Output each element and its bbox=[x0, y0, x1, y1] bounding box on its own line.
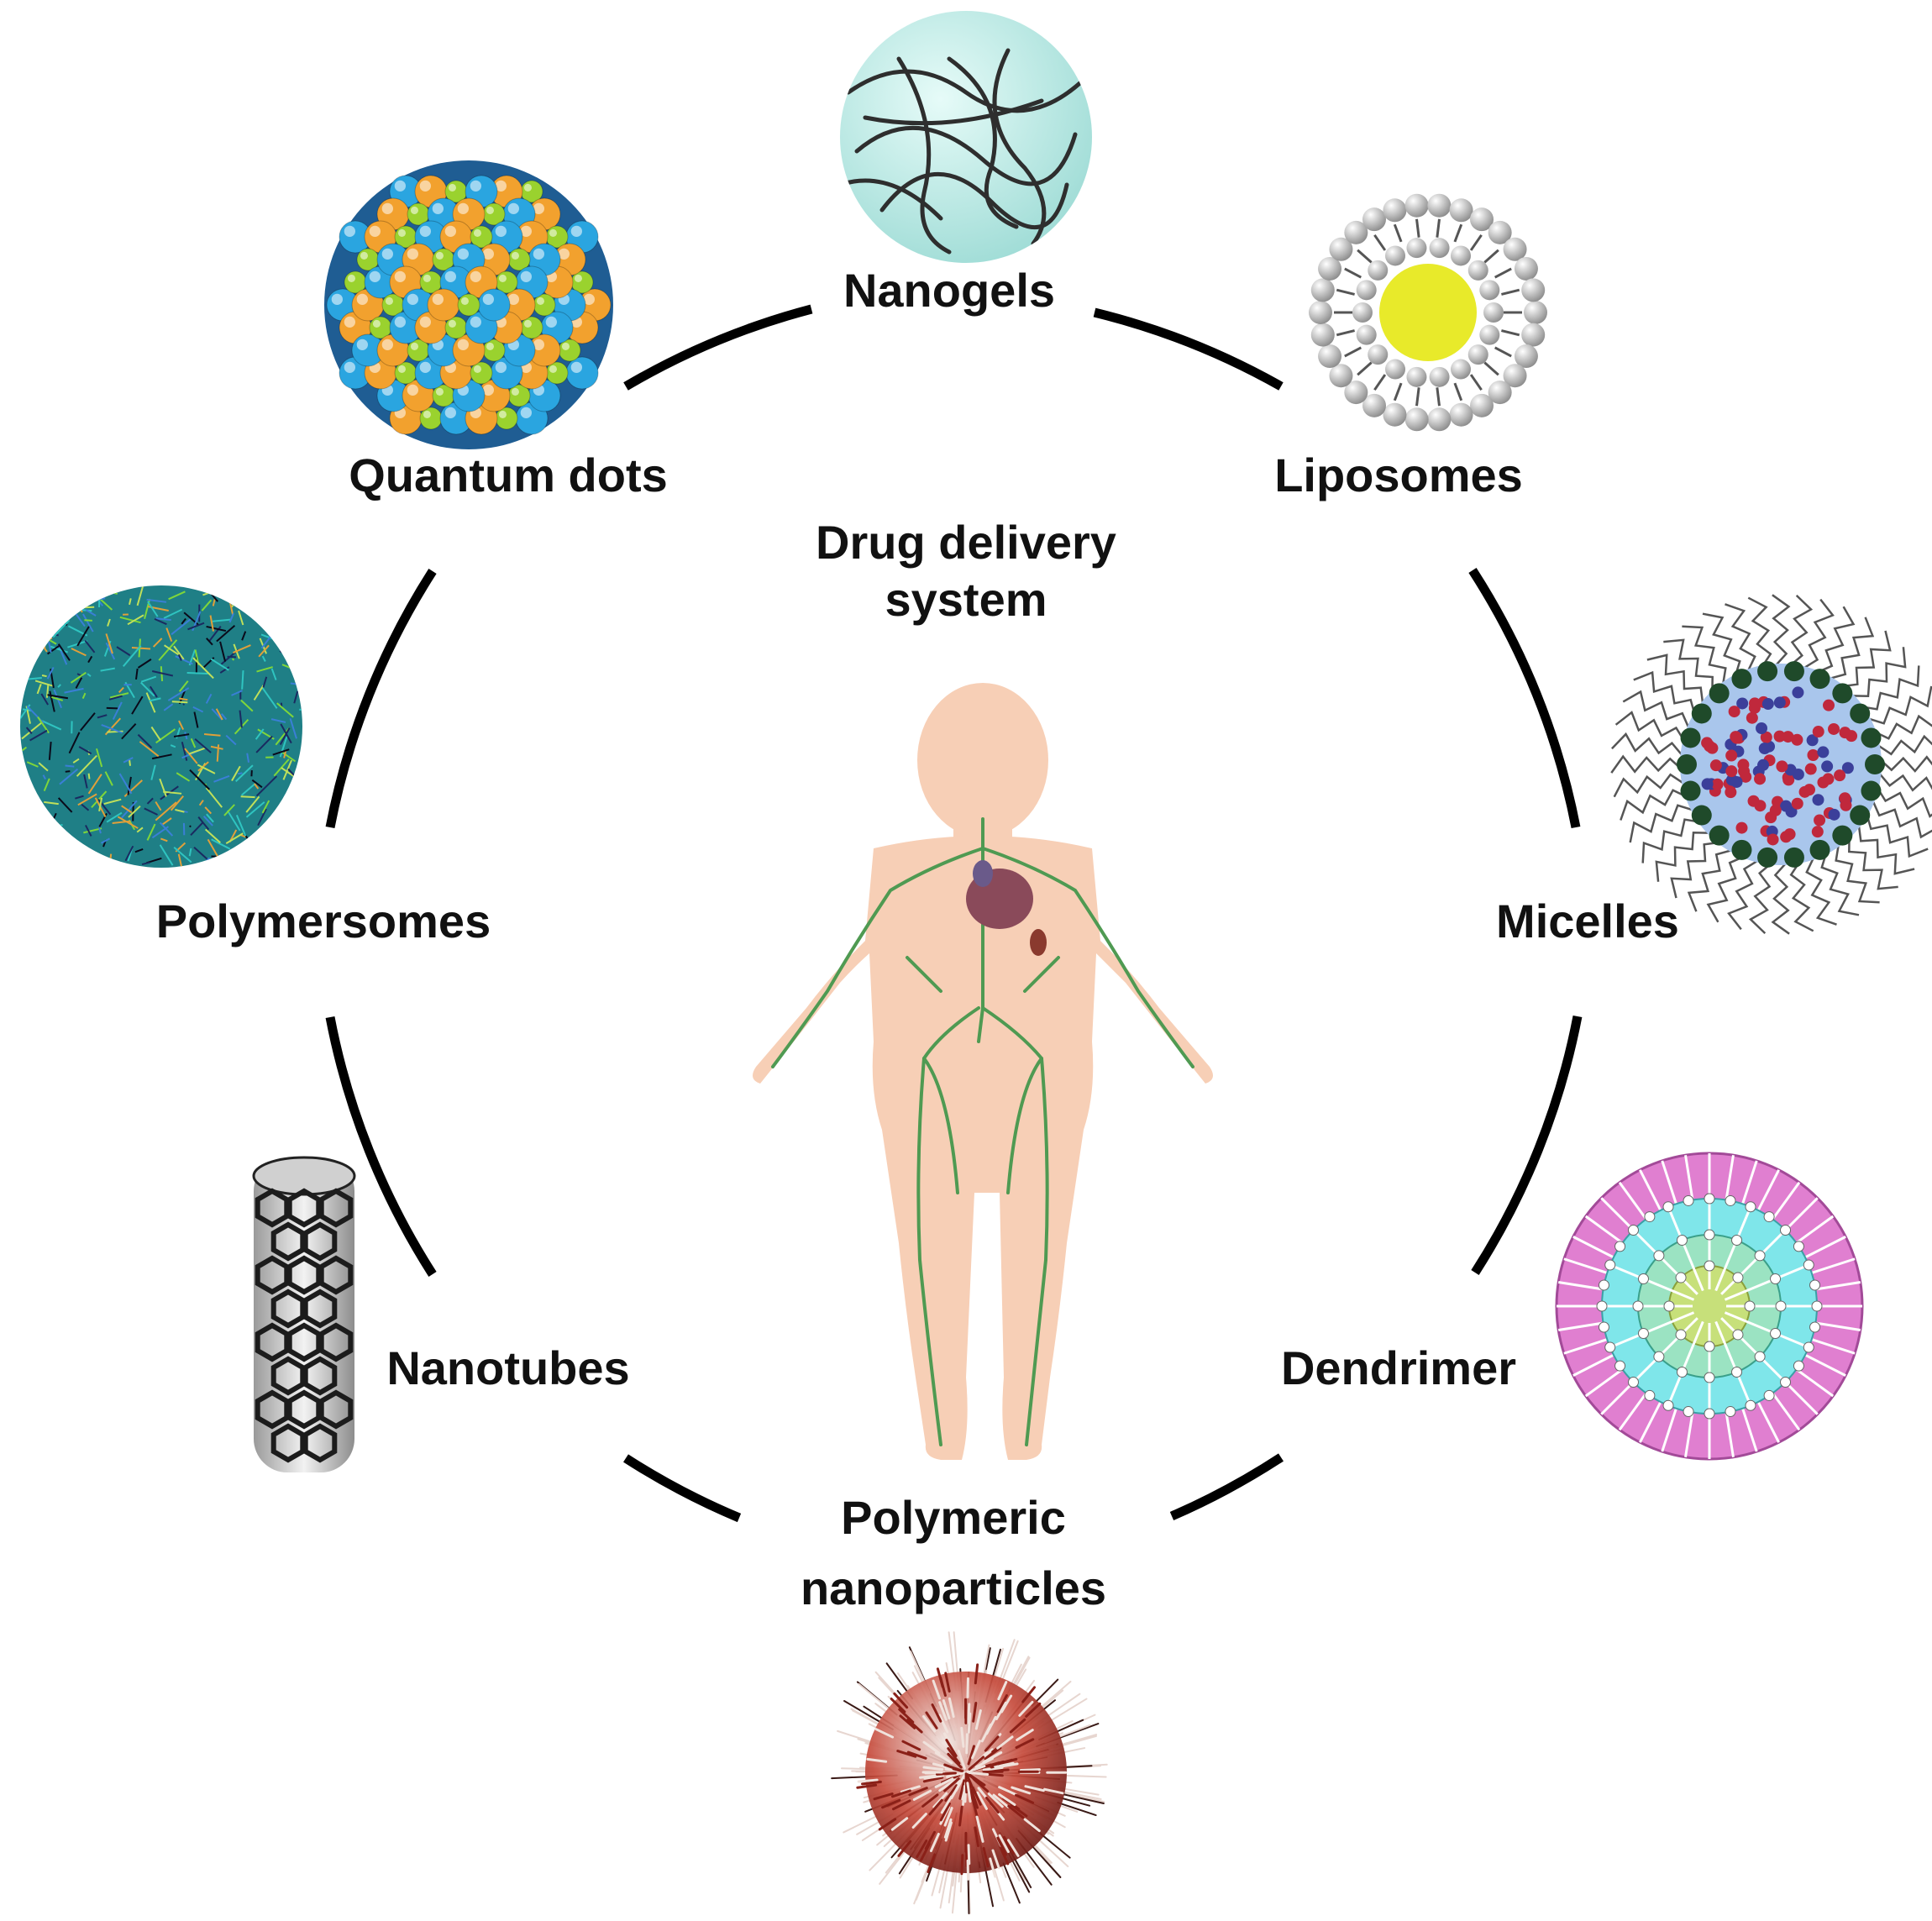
human-body-icon bbox=[753, 683, 1213, 1460]
label-quantum-dots: Quantum dots bbox=[349, 449, 668, 501]
label-micelles: Micelles bbox=[1496, 895, 1679, 947]
polymersome-icon bbox=[20, 585, 302, 868]
arc-liposomes-micelles bbox=[1468, 568, 1581, 829]
polymeric-nanoparticle-icon bbox=[831, 1631, 1108, 1914]
micelle-icon bbox=[1610, 594, 1932, 935]
arc-nanogels-liposomes bbox=[1093, 307, 1284, 391]
label-liposomes: Liposomes bbox=[1274, 449, 1523, 501]
arc-polymersomes-quantum bbox=[325, 569, 437, 829]
center-title: Drug delivery system bbox=[739, 514, 1193, 629]
arc-quantum-nanogels bbox=[623, 304, 813, 391]
dendrimer-icon bbox=[1555, 1152, 1864, 1461]
arc-micelles-dendrimer bbox=[1471, 1015, 1583, 1275]
arc-nanotubes-polymersomes bbox=[325, 1016, 437, 1277]
label-nanogels: Nanogels bbox=[843, 264, 1056, 317]
lymph-vessels-icon bbox=[771, 817, 1194, 1446]
cycle-arcs bbox=[325, 304, 1583, 1523]
nanogel-icon bbox=[840, 11, 1092, 263]
label-polymeric-line2: nanoparticles bbox=[800, 1561, 1107, 1614]
label-nanotubes: Nanotubes bbox=[386, 1341, 630, 1394]
arc-dendrimer-polymeric bbox=[1169, 1453, 1284, 1521]
label-polymeric-line1: Polymeric bbox=[841, 1491, 1066, 1544]
label-dendrimer: Dendrimer bbox=[1280, 1341, 1517, 1394]
quantum-dot-icon bbox=[324, 160, 613, 449]
arc-polymeric-nanotubes bbox=[623, 1454, 742, 1523]
nanotube-icon bbox=[252, 1156, 356, 1472]
center-title-line1: Drug delivery bbox=[816, 516, 1116, 569]
label-polymersomes: Polymersomes bbox=[155, 895, 491, 947]
center-title-line2: system bbox=[885, 573, 1047, 627]
label-polymeric-nanoparticles: Polymeric nanoparticles bbox=[739, 1483, 1168, 1624]
heart-icon bbox=[966, 860, 1047, 956]
liposome-icon bbox=[1309, 193, 1547, 432]
